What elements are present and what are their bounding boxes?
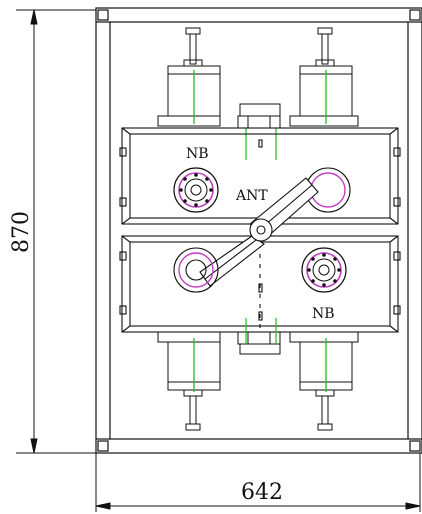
bottom-left-motor [157, 331, 221, 431]
width-dimension [95, 453, 421, 512]
flange-lower-right [301, 247, 347, 293]
outer-frame [95, 7, 422, 454]
bottom-center-bracket [237, 318, 281, 355]
bottom-right-motor [289, 331, 359, 431]
flange-upper-left [173, 167, 219, 213]
label-ant: ANT [235, 188, 268, 204]
top-center-bracket [237, 103, 281, 160]
width-dimension-label: 642 [241, 480, 283, 505]
upper-waveguide-box [119, 127, 401, 225]
top-right-motor [289, 27, 359, 127]
rotary-arm [173, 167, 351, 293]
lower-waveguide-box [119, 235, 401, 333]
top-left-motor [157, 27, 221, 127]
height-dimension [16, 9, 96, 454]
label-nb-top: NB [186, 146, 209, 162]
label-nb-bottom: NB [312, 306, 335, 322]
height-dimension-label: 870 [9, 211, 34, 253]
